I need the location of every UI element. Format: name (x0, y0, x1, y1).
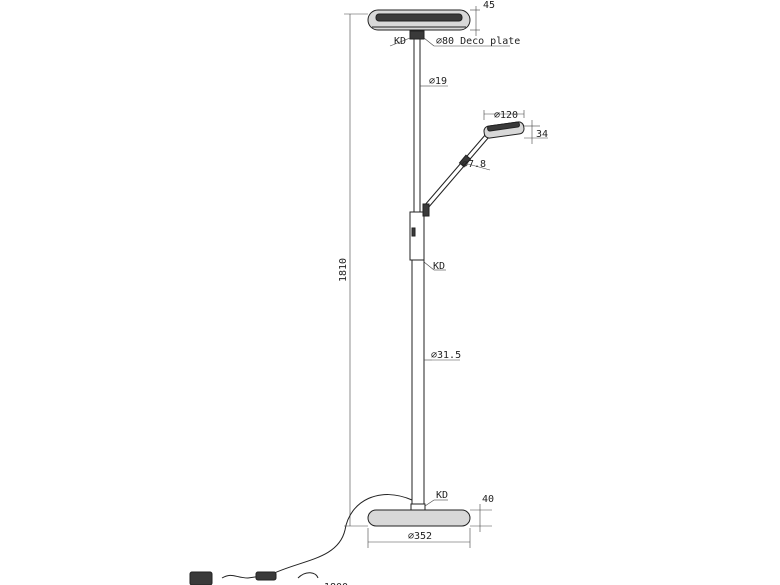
cable-end (221, 574, 249, 579)
mid-kd-label: KD (433, 261, 445, 272)
reading-head-rim (487, 121, 520, 132)
deco-plate (409, 30, 425, 40)
arm-joint (458, 154, 472, 168)
top-height-dimension: 45 (470, 0, 495, 36)
top-kd-label: KD (394, 36, 406, 47)
total-height-label: 1810 (338, 258, 349, 282)
deco-plate-label: ⌀80 Deco plate (436, 36, 520, 47)
power-cable: 1800 (189, 494, 413, 585)
reading-head-height-label: 34 (536, 129, 548, 140)
arm-mount (422, 203, 430, 217)
deco-plate-callout: ⌀80 Deco plate KD (389, 30, 520, 47)
inline-switch (255, 571, 277, 581)
base-kd-label: KD (436, 490, 448, 501)
base-collar (410, 503, 426, 511)
cable-wire (247, 494, 413, 579)
uplight-shade-rim (375, 13, 463, 22)
switch-housing: KD (409, 203, 446, 272)
top-height-label: 45 (483, 0, 495, 11)
power-adapter (189, 571, 213, 585)
base: KD 40 ⌀352 (367, 490, 494, 548)
arm-diameter-label: ⌀7.8 (462, 159, 486, 170)
reading-arm: ⌀7.8 (423, 133, 491, 209)
switch-button (411, 227, 416, 237)
cable-length-label: 1800 (324, 582, 348, 585)
upper-stem: ⌀19 (413, 39, 448, 212)
stem-diameter-label: ⌀19 (429, 76, 447, 87)
total-height-dimension: 1810 (338, 13, 368, 527)
reading-head: ⌀120 34 (483, 110, 548, 144)
base-height-label: 40 (482, 494, 494, 505)
lower-pole: ⌀31.5 (411, 260, 461, 504)
base-plate (367, 509, 471, 527)
pole-diameter-label: ⌀31.5 (431, 350, 461, 361)
switch-body (409, 211, 425, 261)
reading-head-diameter-label: ⌀120 (494, 110, 518, 121)
uplight-shade (367, 9, 471, 31)
cable-loop (297, 572, 319, 579)
base-diameter-label: ⌀352 (408, 531, 432, 542)
